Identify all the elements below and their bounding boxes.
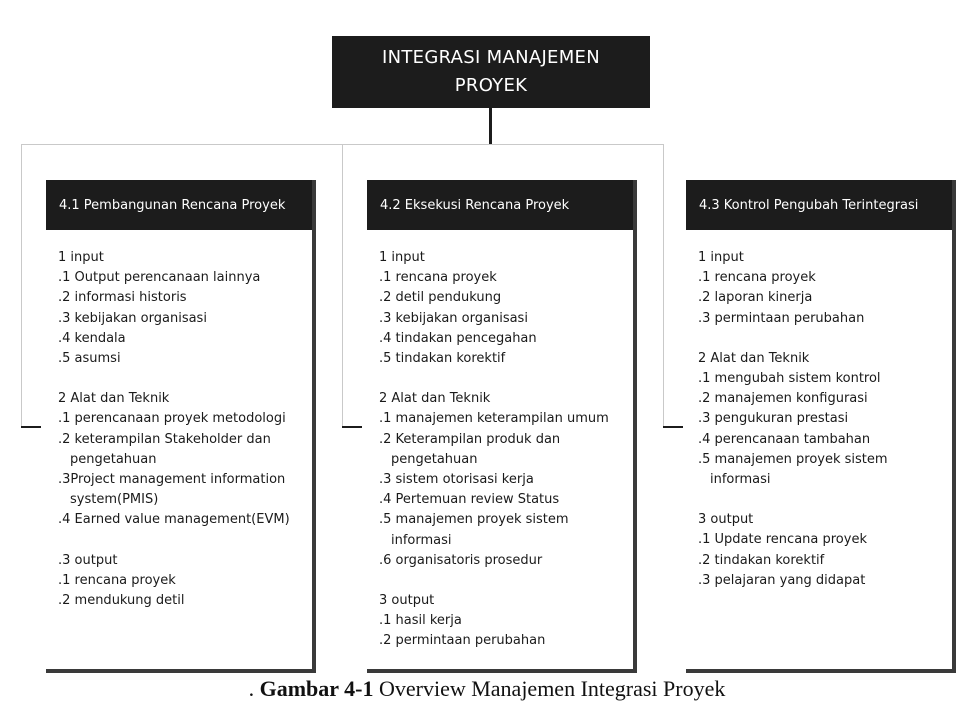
branch-left-tick xyxy=(21,426,41,428)
list-item: .3 permintaan perubahan xyxy=(698,310,865,326)
caption-prefix: . xyxy=(248,676,260,701)
list-item: .3Project management information system(… xyxy=(58,472,290,508)
list-item: .3 pelajaran yang didapat xyxy=(698,572,866,588)
caption-text: Overview Manajemen Integrasi Proyek xyxy=(373,676,726,701)
list-item: .5 manajemen proyek sistem informasi xyxy=(379,512,573,548)
section-heading: 1 input xyxy=(698,250,744,265)
section: 1 input .1 Output perencanaan lainnya .2 i… xyxy=(58,248,302,369)
section: .3 output .1 rencana proyek .2 mendukung d… xyxy=(58,551,302,612)
section: 3 output .1 Update rencana proyek .2 tinda… xyxy=(698,510,942,591)
list-item: .4 perencanaan tambahan xyxy=(698,431,871,447)
section-heading: 3 output xyxy=(698,512,754,528)
list-item: .2 informasi historis xyxy=(58,290,187,306)
card-title: 4.2 Eksekusi Rencana Proyek xyxy=(380,197,570,213)
list-item: .4 Earned value management(EVM) xyxy=(58,512,290,528)
branch-left xyxy=(21,144,22,427)
list-item: .2 mendukung detil xyxy=(58,593,185,609)
list-item: .1 mengubah sistem kontrol xyxy=(698,371,881,387)
card-body: 1 input .1 rencana proyek .2 laporan kiner… xyxy=(686,230,952,603)
list-item: .5 tindakan korektif xyxy=(379,351,506,367)
list-item: .6 organisatoris prosedur xyxy=(379,552,543,568)
list-item: .2 tindakan korektif xyxy=(698,552,825,568)
root-node: INTEGRASI MANAJEMEN PROYEK xyxy=(332,36,650,108)
list-item: .2 laporan kinerja xyxy=(698,290,813,306)
root-title: INTEGRASI MANAJEMEN PROYEK xyxy=(381,47,600,96)
caption-label: Gambar 4-1 xyxy=(259,676,374,701)
card-4-2: 4.2 Eksekusi Rencana Proyek 1 input .1 re… xyxy=(367,180,637,673)
root-stem xyxy=(489,108,492,145)
list-item: .4 kendala xyxy=(58,330,126,346)
list-item: .2 manajemen konfigurasi xyxy=(698,391,868,407)
list-item: .4 Pertemuan review Status xyxy=(379,492,560,508)
card-header: 4.2 Eksekusi Rencana Proyek xyxy=(367,180,633,230)
list-item: .4 tindakan pencegahan xyxy=(379,330,537,346)
section: 2 Alat dan Teknik .1 mengubah sistem kont… xyxy=(698,349,942,490)
branch-right xyxy=(663,144,664,427)
list-item: .2 keterampilan Stakeholder dan pengetah… xyxy=(58,431,275,467)
list-item: .1 rencana proyek xyxy=(698,270,816,286)
list-item: .2 detil pendukung xyxy=(379,290,502,306)
section: 1 input .1 rencana proyek .2 detil penduku… xyxy=(379,248,623,369)
section-heading: 2 Alat dan Teknik xyxy=(58,391,170,407)
section-heading: 2 Alat dan Teknik xyxy=(379,391,491,407)
list-item: .1 hasil kerja xyxy=(379,613,462,629)
list-item: .5 asumsi xyxy=(58,351,121,367)
figure-caption: . Gambar 4-1 Overview Manajemen Integras… xyxy=(0,676,974,702)
list-item: .5 manajemen proyek sistem informasi xyxy=(698,451,892,488)
section: 2 Alat dan Teknik .1 manajemen keterampil… xyxy=(379,389,623,571)
section-heading: 1 input xyxy=(58,250,104,265)
list-item: .1 manajemen keterampilan umum xyxy=(379,411,609,427)
card-4-1: 4.1 Pembangunan Rencana Proyek 1 input .1… xyxy=(46,180,316,673)
section: 1 input .1 rencana proyek .2 laporan kiner… xyxy=(698,248,942,329)
list-item: .2 permintaan perubahan xyxy=(379,633,546,649)
section-heading: 2 Alat dan Teknik xyxy=(698,350,810,366)
card-header: 4.1 Pembangunan Rencana Proyek xyxy=(46,180,312,230)
list-item: .1 Output perencanaan lainnya xyxy=(58,270,261,286)
list-item: .1 Update rencana proyek xyxy=(698,532,867,548)
section-heading: .3 output xyxy=(58,552,118,568)
card-body: 1 input .1 rencana proyek .2 detil penduku… xyxy=(367,230,633,664)
section-heading: 1 input xyxy=(379,250,425,265)
branch-middle xyxy=(342,144,343,427)
list-item: .3 kebijakan organisasi xyxy=(379,310,528,326)
card-title: 4.3 Kontrol Pengubah Terintegrasi xyxy=(699,197,919,213)
card-header: 4.3 Kontrol Pengubah Terintegrasi xyxy=(686,180,952,230)
card-4-3: 4.3 Kontrol Pengubah Terintegrasi 1 inpu… xyxy=(686,180,956,673)
list-item: .1 rencana proyek xyxy=(58,572,176,588)
section-heading: 3 output xyxy=(379,593,435,609)
card-title: 4.1 Pembangunan Rencana Proyek xyxy=(59,197,286,213)
list-item: .1 perencanaan proyek metodologi xyxy=(58,411,286,427)
list-item: .3 pengukuran prestasi xyxy=(698,411,849,427)
section: 2 Alat dan Teknik .1 perencanaan proyek m… xyxy=(58,389,302,530)
list-item: .3 sistem otorisasi kerja xyxy=(379,472,534,488)
branch-middle-tick xyxy=(342,426,362,428)
section: 3 output .1 hasil kerja .2 permintaan peru… xyxy=(379,591,623,652)
list-item: .2 Keterampilan produk dan pengetahuan xyxy=(379,431,565,467)
list-item: .3 kebijakan organisasi xyxy=(58,310,207,326)
list-item: .1 rencana proyek xyxy=(379,270,497,286)
card-body: 1 input .1 Output perencanaan lainnya .2 i… xyxy=(46,230,312,623)
branch-right-tick xyxy=(663,426,683,428)
